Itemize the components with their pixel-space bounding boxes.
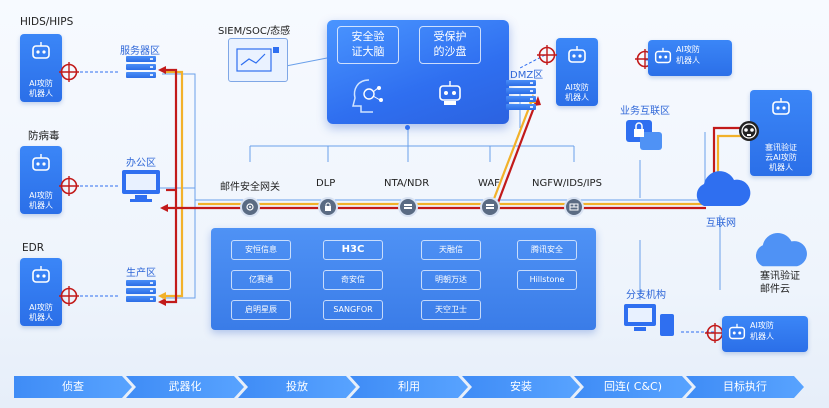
dmz-zone-label: DMZ区 bbox=[510, 70, 544, 81]
robot-icon bbox=[772, 98, 790, 115]
robot-card-cloud: 塞讯验证 云AI攻防 机器人 bbox=[750, 90, 812, 176]
edr-label: EDR bbox=[22, 242, 45, 254]
robot-card-edr: AI攻防 机器人 bbox=[20, 258, 62, 326]
step-exploit: 利用 bbox=[350, 376, 468, 398]
node-label-ngfw: NGFW/IDS/IPS bbox=[532, 178, 602, 189]
step-actions: 目标执行 bbox=[686, 376, 804, 398]
robot-label: AI攻防 机器人 bbox=[750, 321, 774, 341]
vendor-logo: 腾讯安全 bbox=[517, 240, 577, 260]
robot-icon bbox=[568, 46, 586, 63]
siem-console bbox=[228, 38, 288, 82]
firewall-icon bbox=[569, 203, 579, 211]
step-weaponize: 武器化 bbox=[126, 376, 244, 398]
step-recon: 侦查 bbox=[14, 376, 132, 398]
robot-card-bottom-right: AI攻防 机器人 bbox=[722, 316, 808, 352]
dlp-node bbox=[318, 197, 338, 217]
step-c2: 回连( C&C) bbox=[574, 376, 692, 398]
branch-label: 分支机构 bbox=[626, 290, 666, 301]
vendor-logo: 安恒信息 bbox=[231, 240, 291, 260]
lock-icon bbox=[325, 202, 331, 211]
crosshair-icon bbox=[59, 286, 79, 306]
mail-gateway-node bbox=[240, 197, 260, 217]
nta-node bbox=[398, 197, 418, 217]
internet-cloud-icon bbox=[696, 171, 751, 206]
robot-label: AI攻防 机器人 bbox=[29, 303, 53, 322]
robot-card-top-right: AI攻防 机器人 bbox=[648, 40, 732, 76]
rack-icon bbox=[404, 204, 412, 209]
server-rack-icon bbox=[506, 80, 536, 112]
robot-label: AI攻防 机器人 bbox=[565, 83, 589, 102]
robot-label: 塞讯验证 云AI攻防 机器人 bbox=[765, 143, 797, 172]
vendor-logo: SANGFOR bbox=[323, 300, 383, 320]
robot-card-dmz: AI攻防 机器人 bbox=[556, 38, 598, 106]
hids-label: HIDS/HIPS bbox=[20, 16, 74, 28]
vendor-panel: 安恒信息 H3C 天融信 腾讯安全 亿赛通 奇安信 明朝万达 Hillstone… bbox=[211, 228, 596, 330]
robot-label: AI攻防 机器人 bbox=[29, 191, 53, 210]
robot-icon bbox=[728, 323, 746, 340]
server-rack-icon bbox=[126, 56, 156, 80]
siem-label: SIEM/SOC/态感 bbox=[218, 26, 291, 37]
crosshair-icon bbox=[59, 176, 79, 196]
secure-chat-icon bbox=[626, 120, 662, 150]
dashboard-icon bbox=[236, 47, 279, 72]
robot-label: AI攻防 机器人 bbox=[29, 79, 53, 98]
internet-label: 互联网 bbox=[706, 218, 736, 229]
mail-cloud-icon bbox=[755, 233, 807, 267]
robot-icon bbox=[32, 154, 50, 171]
branch-devices-icon bbox=[624, 304, 674, 336]
step-deliver: 投放 bbox=[238, 376, 356, 398]
rack-icon bbox=[486, 204, 494, 209]
kill-chain-bar: 侦查 武器化 投放 利用 安装 回连( C&C) 目标执行 bbox=[14, 376, 814, 398]
sandbox-box-label: 受保护 的沙盘 bbox=[419, 26, 481, 64]
robot-card-hids: AI攻防 机器人 bbox=[20, 34, 62, 102]
vendor-logo: H3C bbox=[323, 240, 383, 260]
node-label-dlp: DLP bbox=[316, 178, 336, 189]
vendor-logo: 亿赛通 bbox=[231, 270, 291, 290]
server-rack-icon bbox=[126, 280, 156, 304]
server-zone-label: 服务器区 bbox=[120, 46, 160, 57]
node-label-nta: NTA/NDR bbox=[384, 178, 430, 189]
ai-head-icon bbox=[352, 79, 383, 113]
vendor-logo: 明朝万达 bbox=[421, 270, 481, 290]
robot-icon bbox=[654, 47, 672, 64]
vendor-logo: 天空卫士 bbox=[421, 300, 481, 320]
vendor-logo: Hillstone bbox=[517, 270, 577, 290]
office-zone-label: 办公区 bbox=[126, 158, 156, 169]
production-zone-label: 生产区 bbox=[126, 268, 156, 279]
robot-icon bbox=[32, 266, 50, 283]
node-label-mail: 邮件安全网关 bbox=[220, 182, 280, 193]
robot-label: AI攻防 机器人 bbox=[676, 45, 700, 65]
mail-cloud-label: 塞讯验证 邮件云 bbox=[760, 271, 800, 295]
business-zone-label: 业务互联区 bbox=[620, 106, 670, 117]
antivirus-label: 防病毒 bbox=[28, 130, 60, 142]
validation-brain-panel: 安全验 证大脑 受保护 的沙盘 bbox=[327, 20, 509, 124]
robot-icon bbox=[32, 42, 50, 59]
robot-icon bbox=[439, 81, 461, 105]
ngfw-node bbox=[564, 197, 584, 217]
vendor-logo: 启明星辰 bbox=[231, 300, 291, 320]
gear-icon bbox=[246, 203, 254, 211]
skull-target-icon bbox=[739, 121, 759, 141]
crosshair-icon bbox=[705, 323, 725, 343]
vendor-logo: 天融信 bbox=[421, 240, 481, 260]
brain-connector-dot bbox=[405, 125, 410, 130]
vendor-logo: 奇安信 bbox=[323, 270, 383, 290]
crosshair-icon bbox=[59, 62, 79, 82]
waf-node bbox=[480, 197, 500, 217]
node-label-waf: WAF bbox=[478, 178, 500, 189]
robot-card-antivirus: AI攻防 机器人 bbox=[20, 146, 62, 214]
brain-box-label: 安全验 证大脑 bbox=[337, 26, 399, 64]
crosshair-icon bbox=[537, 45, 557, 65]
step-install: 安装 bbox=[462, 376, 580, 398]
network-zone-lines bbox=[160, 73, 721, 300]
monitor-icon bbox=[122, 170, 160, 202]
